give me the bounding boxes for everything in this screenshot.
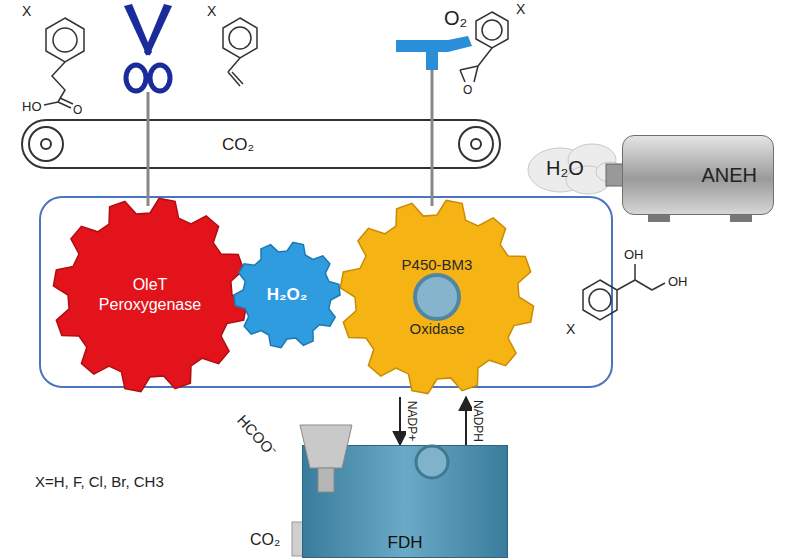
text-label: X bbox=[207, 4, 216, 18]
node-label: H₂O₂ bbox=[242, 285, 332, 305]
formate-funnel bbox=[300, 425, 352, 492]
peroxide-gear: H₂O₂ bbox=[233, 241, 341, 349]
node-label: FDH bbox=[388, 533, 423, 553]
cofactor-arrow bbox=[399, 397, 401, 445]
motor-box: ANEH bbox=[622, 135, 774, 215]
text-label: O bbox=[463, 84, 472, 96]
text-label: O bbox=[73, 104, 82, 116]
acid-molecule bbox=[44, 18, 84, 108]
text-label: X=H, F, Cl, Br, CH3 bbox=[35, 474, 164, 489]
text-label: X bbox=[516, 2, 525, 16]
text-label: HCOO⁻ bbox=[235, 412, 280, 459]
diol-molecule bbox=[583, 264, 665, 320]
cofactor-arrow bbox=[465, 397, 467, 445]
scissors-icon bbox=[124, 4, 172, 91]
text-label: CO₂ bbox=[222, 136, 254, 153]
text-label: O₂ bbox=[444, 8, 467, 28]
scissors-rod bbox=[147, 92, 150, 206]
edge-label: NADPH bbox=[472, 399, 484, 443]
edge-label: NADP+ bbox=[406, 400, 418, 442]
node-label: OleT Peroxygenase bbox=[94, 275, 206, 315]
text-label: OH bbox=[624, 248, 644, 261]
text-label: H₂O bbox=[546, 158, 584, 178]
peroxygenase-gear: OleT Peroxygenase bbox=[50, 195, 250, 395]
styrene-molecule bbox=[223, 18, 257, 86]
text-label: X bbox=[566, 322, 575, 336]
hammer-icon bbox=[396, 36, 472, 70]
text-label: X bbox=[22, 4, 31, 18]
fdh-rotor bbox=[416, 446, 448, 478]
fdh-tank: FDH bbox=[302, 445, 508, 558]
conveyor-belt bbox=[22, 120, 500, 168]
text-label: OH bbox=[668, 275, 688, 288]
hammer-rod bbox=[431, 52, 434, 206]
node-label: P450-BM3 Oxidase bbox=[385, 233, 489, 362]
text-label: HO bbox=[22, 100, 42, 113]
gear-outline bbox=[337, 197, 537, 397]
oxidase-gear: P450-BM3 Oxidase bbox=[337, 197, 537, 397]
node-label: ANEH bbox=[701, 163, 757, 187]
text-label: CO₂ bbox=[250, 532, 280, 548]
gear-outline bbox=[50, 195, 250, 395]
steam-cloud bbox=[528, 144, 624, 194]
